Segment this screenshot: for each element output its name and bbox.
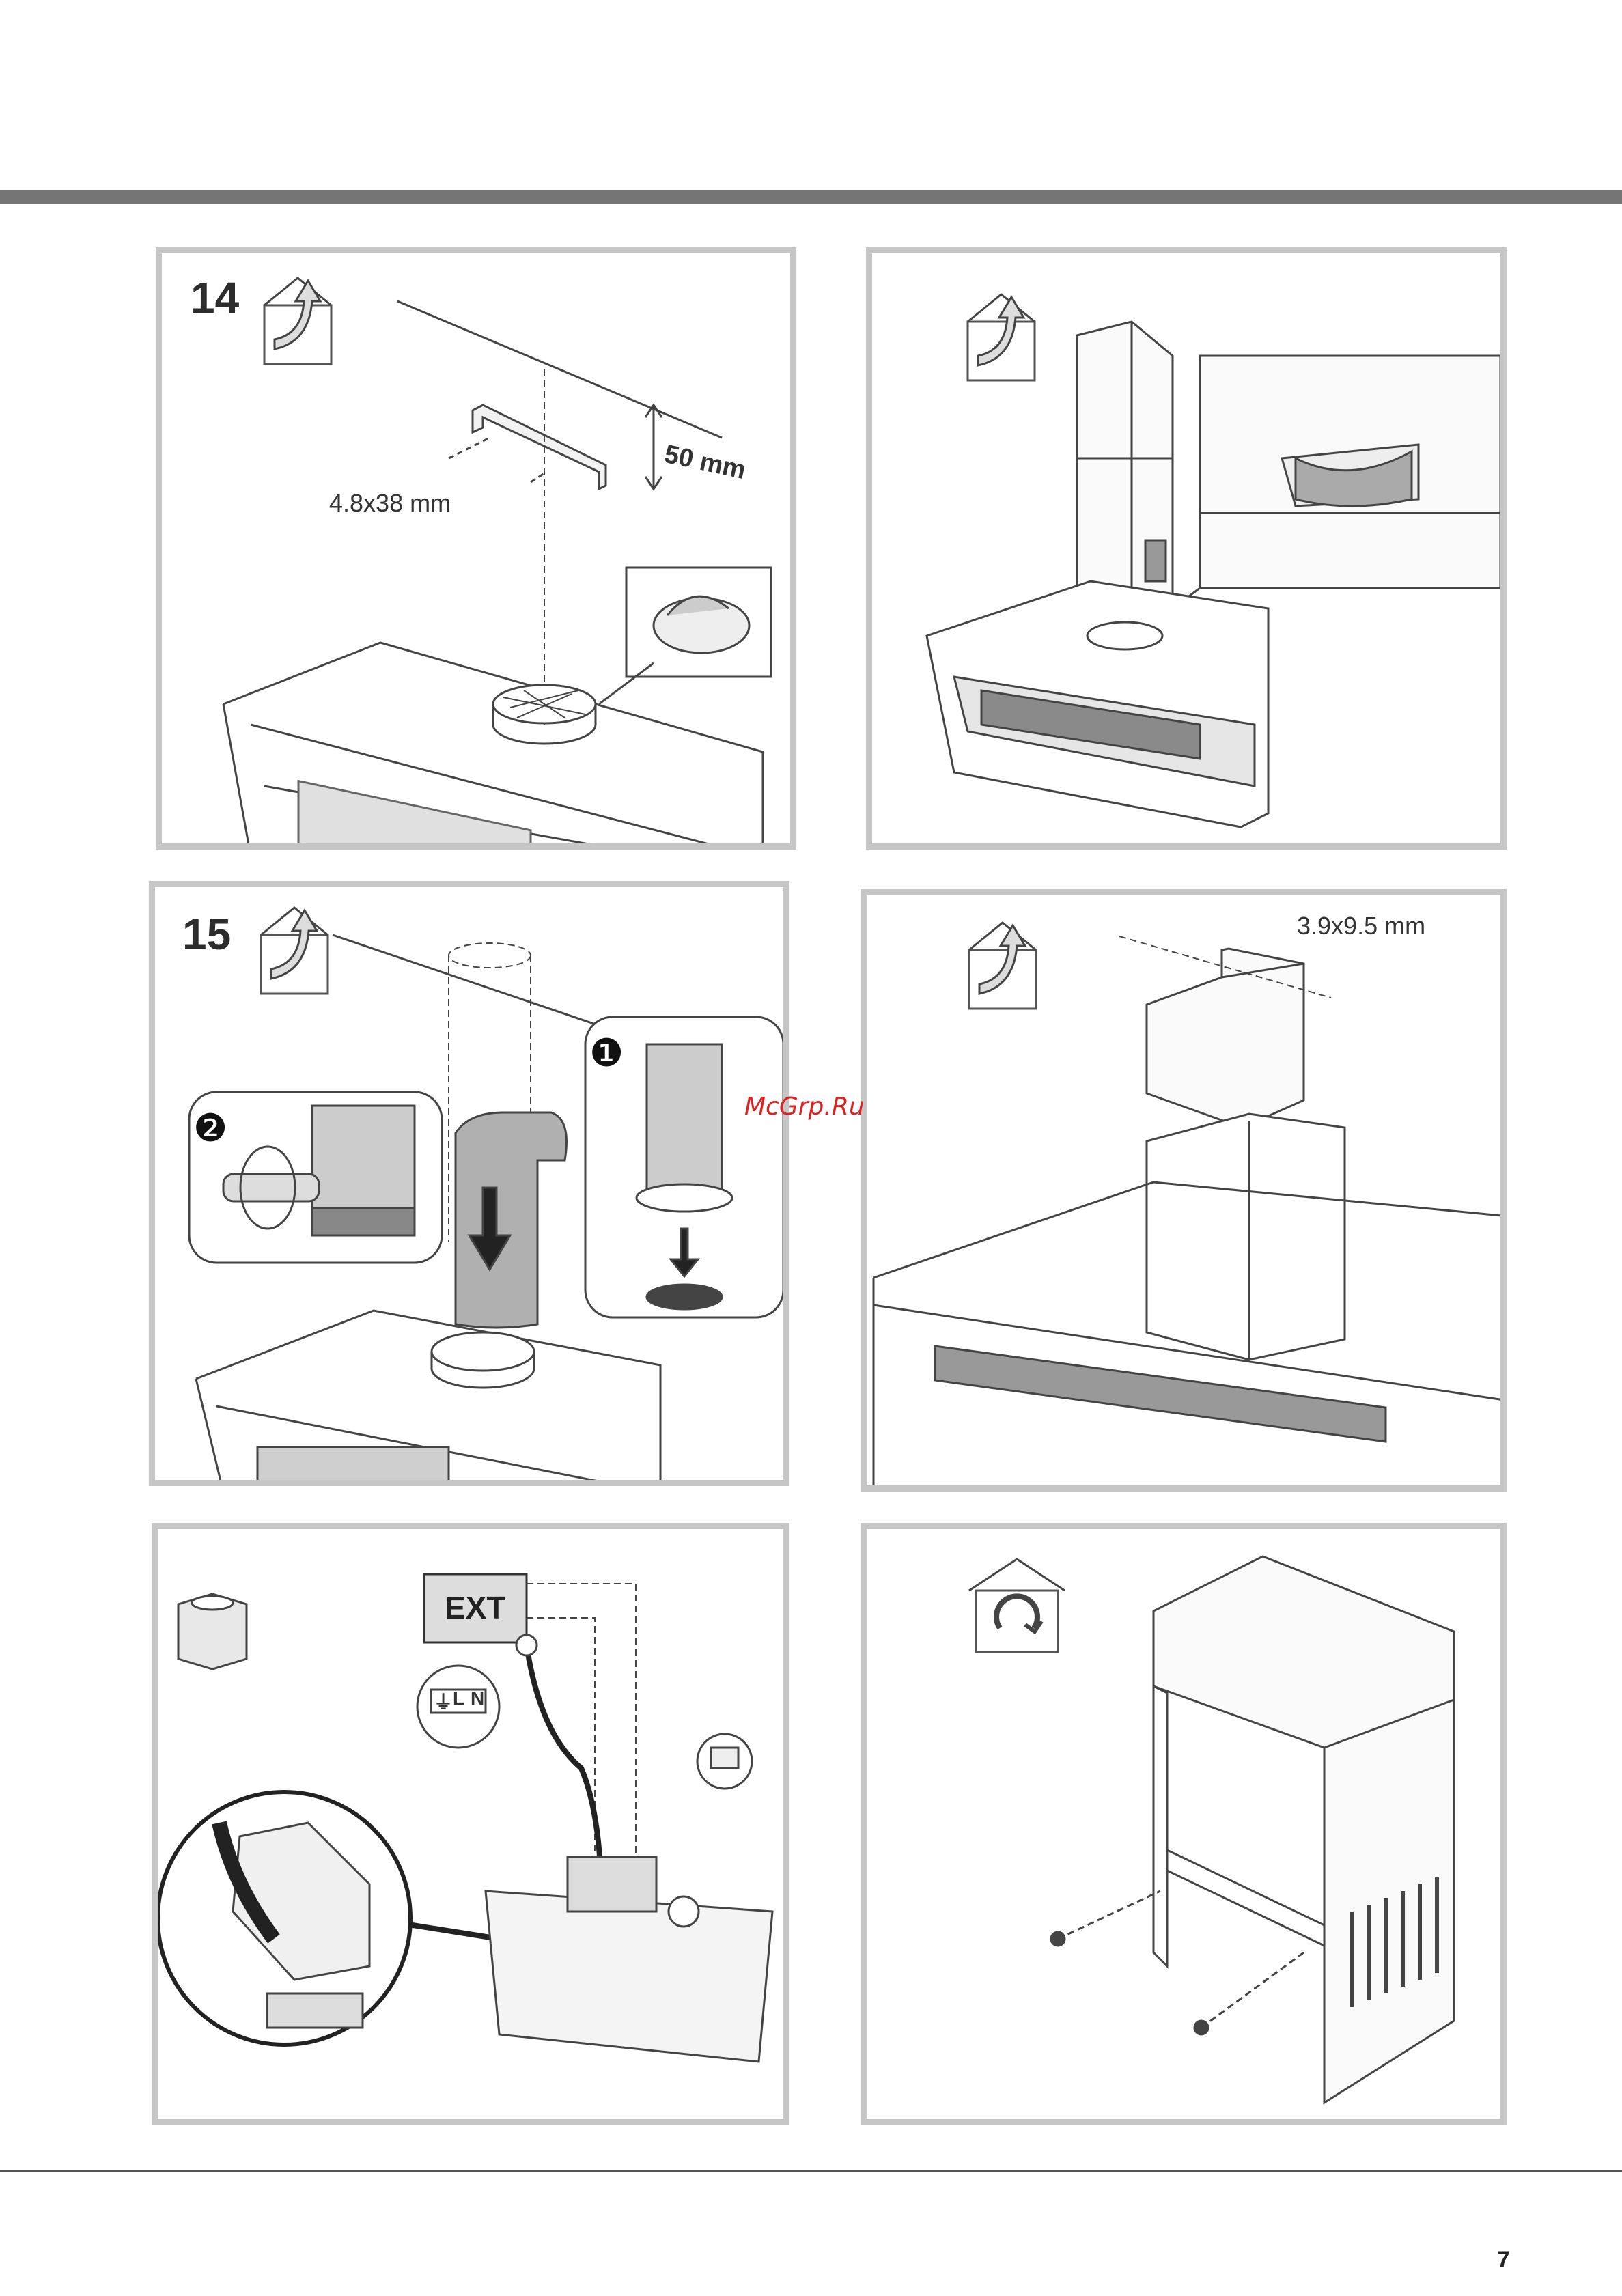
ducted-exhaust-icon (264, 278, 331, 364)
bottom-rule (0, 2170, 1622, 2172)
ducted-exhaust-icon (969, 923, 1036, 1009)
panel-step-15: 15 ❶ ❷ (149, 881, 789, 1486)
extension-box-icon (178, 1594, 247, 1669)
step-14-illustration (162, 253, 796, 850)
ext-label: EXT (445, 1589, 505, 1626)
ducted-exhaust-icon (261, 908, 328, 994)
top-rule (0, 190, 1622, 204)
terminal-earth: ⏚ (434, 1688, 453, 1715)
sub-step-1-marker: ❶ (589, 1031, 624, 1076)
panel-chimney-cover: 3.9x9.5 mm (861, 889, 1507, 1492)
panel-recirculation-frame (861, 1523, 1507, 2125)
step-number: 14 (191, 272, 239, 323)
panel-chimney-install (866, 247, 1507, 850)
recirculation-frame-illustration (867, 1529, 1507, 2125)
step-15-illustration (155, 887, 789, 1486)
screw-size-label: 3.9x9.5 mm (1297, 912, 1425, 940)
watermark: McGrp.Ru (744, 1093, 865, 1121)
terminal-live: L (453, 1688, 464, 1709)
step-number: 15 (182, 909, 231, 960)
ducted-exhaust-icon (968, 294, 1035, 380)
recirculation-icon (969, 1559, 1065, 1652)
terminal-neutral: N (471, 1688, 484, 1709)
panel-step-14: 14 4.8x38 mm 50 mm (156, 247, 796, 850)
panel-wiring: EXT ⏚ L N (152, 1523, 789, 2125)
sub-step-2-marker: ❷ (193, 1106, 227, 1151)
chimney-illustration (872, 253, 1507, 850)
page-number: 7 (1497, 2247, 1510, 2273)
chimney-cover-illustration (867, 895, 1507, 1492)
screw-size-label: 4.8x38 mm (329, 489, 451, 518)
